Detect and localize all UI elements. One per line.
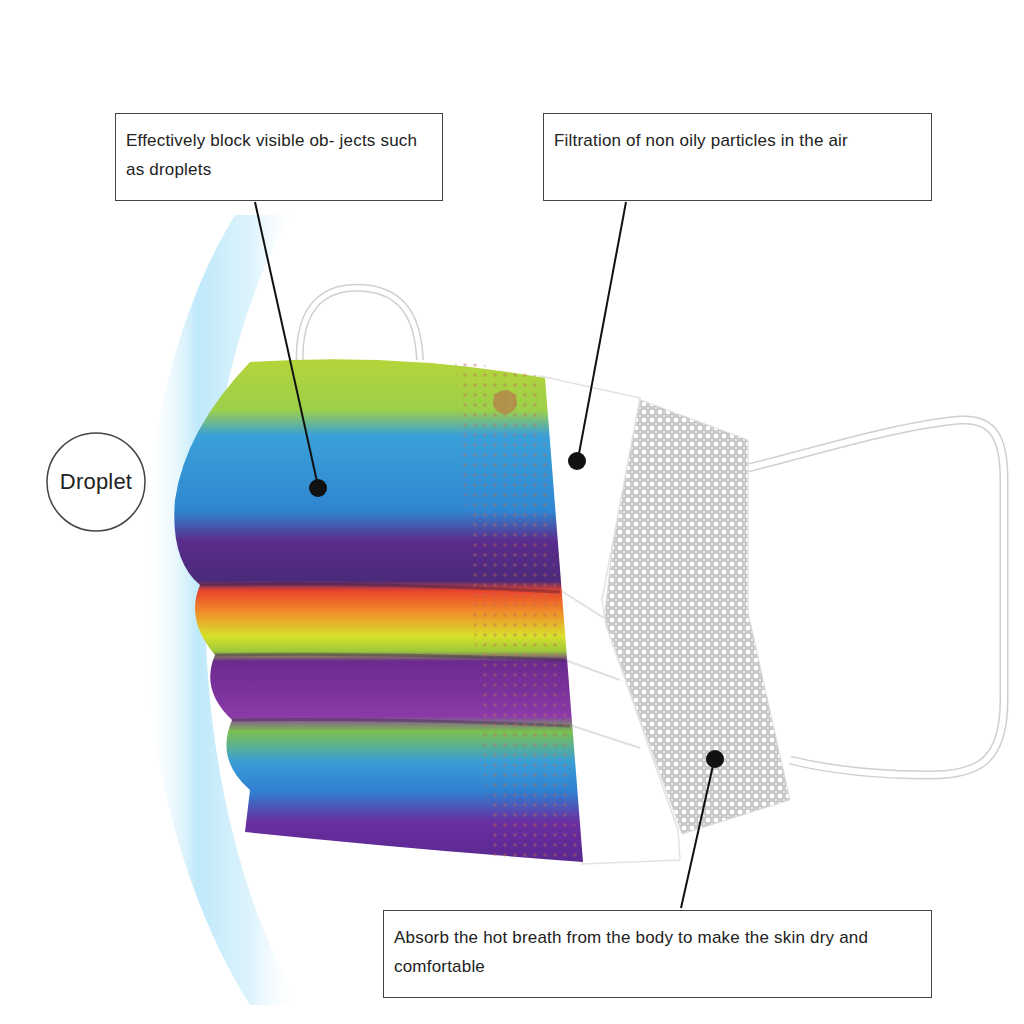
pleat-line [560,590,604,618]
leader-line [255,202,318,486]
circle-label: Droplet [60,469,132,495]
outer-layer [174,359,583,862]
ear-loop [748,420,1004,775]
pleat-line [565,660,620,680]
nose-weld [493,390,517,414]
callout-box: Absorb the hot breath from the body to m… [383,910,932,998]
weld-dots [455,360,578,862]
callout-text: Absorb the hot breath from the body to m… [394,923,921,981]
pleat-line [570,725,640,748]
ear-loop [300,288,420,368]
callout-dot [568,452,586,470]
leader-line [578,202,626,459]
ear-loop [300,288,420,368]
callout-text: Effectively block visible ob- jects such… [126,126,432,184]
callout-dot [309,479,327,497]
leader-line [681,761,714,908]
callout-box: Filtration of non oily particles in the … [543,113,932,201]
callout-box: Effectively block visible ob- jects such… [115,113,443,201]
callout-dot [706,750,724,768]
ear-loop [748,420,1004,775]
callout-text: Filtration of non oily particles in the … [554,126,921,155]
droplet-circle: Droplet [46,432,146,532]
circle-shape [47,433,145,531]
